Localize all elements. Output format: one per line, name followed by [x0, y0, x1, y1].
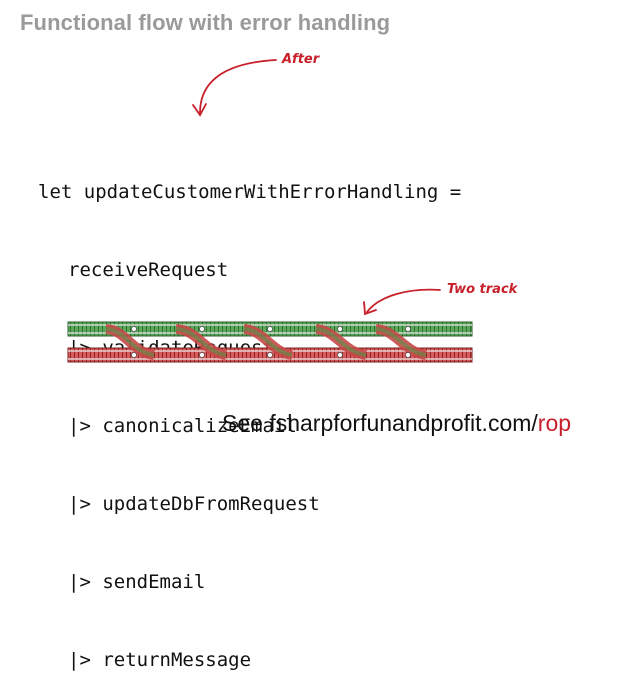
slide-title: Functional flow with error handling: [20, 10, 391, 35]
after-arrow-icon: [192, 59, 277, 117]
footer-reference: See fsharpforfunandprofit.com/rop: [222, 410, 571, 437]
code-line: let updateCustomerWithErrorHandling =: [38, 181, 462, 203]
two-track-diagram: [67, 321, 473, 363]
code-line: |> updateDbFromRequest: [68, 493, 320, 515]
after-annotation: After: [282, 52, 320, 67]
two-track-arrow-icon: [363, 288, 441, 316]
switch-overlay-green: [105, 327, 427, 357]
track-joints: [131, 326, 411, 358]
code-line: |> returnMessage: [68, 649, 252, 671]
code-line: |> canonicalizeEmail: [68, 415, 297, 437]
footer-url-prefix: See fsharpforfunandprofit.com/: [222, 410, 538, 436]
two-track-annotation: Two track: [447, 282, 518, 297]
code-line: |> sendEmail: [68, 571, 206, 593]
footer-url-accent: rop: [537, 410, 572, 436]
code-line: receiveRequest: [68, 259, 229, 281]
annotation-arrows: [192, 59, 441, 316]
